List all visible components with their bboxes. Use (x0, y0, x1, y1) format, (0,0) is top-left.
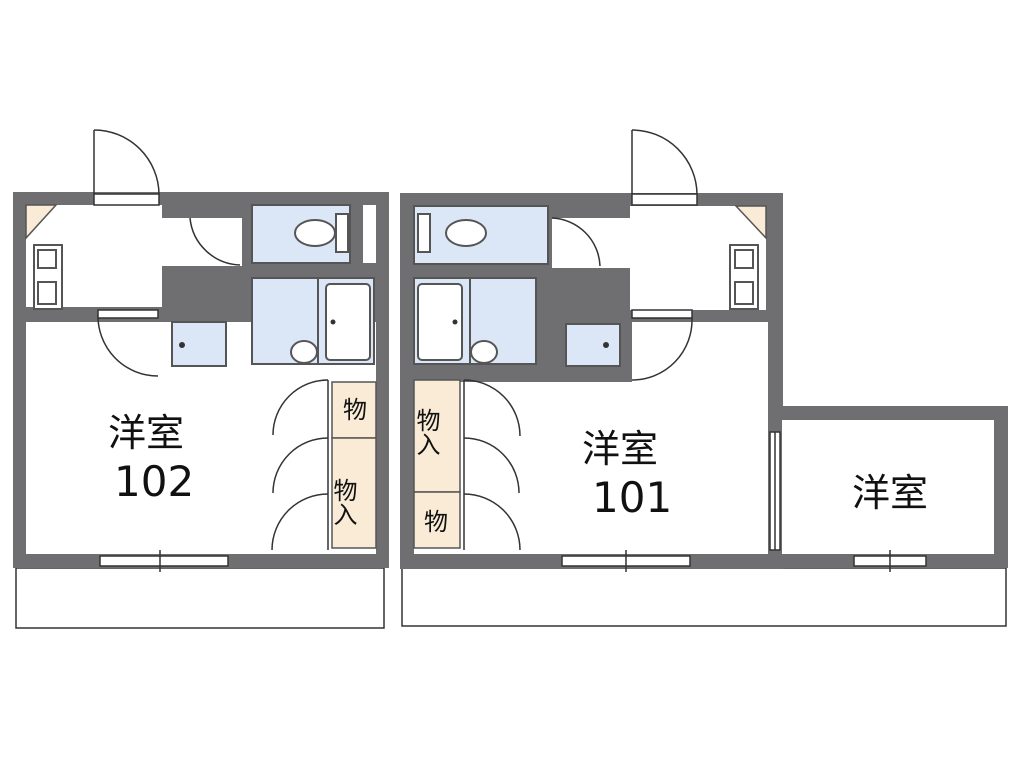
room-label-102: 洋室 (108, 411, 184, 455)
room-label-extra: 洋室 (852, 471, 928, 515)
room-label-101: 洋室 (582, 427, 658, 471)
closet-label-101-top: 物入 (412, 408, 440, 456)
balcony-102 (15, 567, 385, 629)
closet-label-101-bottom: 物 (424, 508, 448, 536)
unit-number-101: 101 (592, 473, 672, 522)
unit-number-102: 102 (114, 457, 194, 506)
closet-label-102-bottom: 物入 (329, 478, 357, 526)
unit-102: 物 物入 洋室 102 (13, 129, 389, 572)
closet-label-102-top: 物 (343, 396, 367, 424)
unit-101: 物入 物 洋室 101 洋室 (400, 129, 1008, 572)
balcony-101 (401, 567, 1007, 627)
